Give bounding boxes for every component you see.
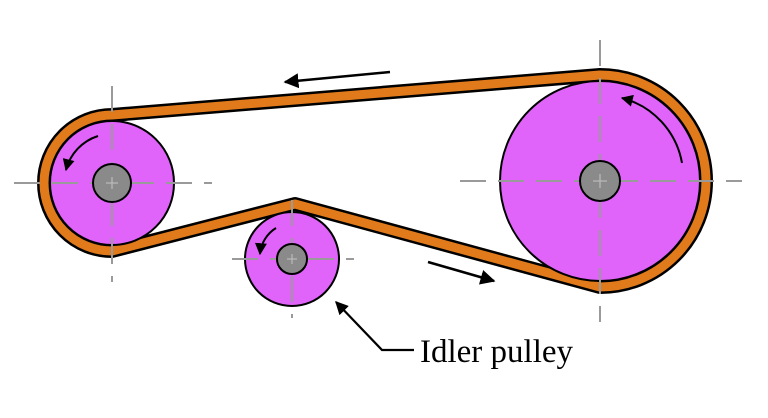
top-belt-direction-arrow-icon bbox=[283, 70, 391, 89]
crosshair-icon bbox=[106, 174, 607, 264]
right-pulley-rotation-arrow-icon bbox=[620, 94, 683, 164]
belt-fill bbox=[39, 70, 711, 292]
left-pulley-rotation-arrow-icon bbox=[62, 135, 99, 172]
idler-pulley-leader-arrow-icon bbox=[335, 301, 414, 352]
idler-pulley-rotation-arrow-icon bbox=[254, 227, 277, 256]
bottom-belt-direction-arrow-icon bbox=[427, 260, 496, 285]
idler-pulley-label: Idler pulley bbox=[420, 334, 574, 370]
